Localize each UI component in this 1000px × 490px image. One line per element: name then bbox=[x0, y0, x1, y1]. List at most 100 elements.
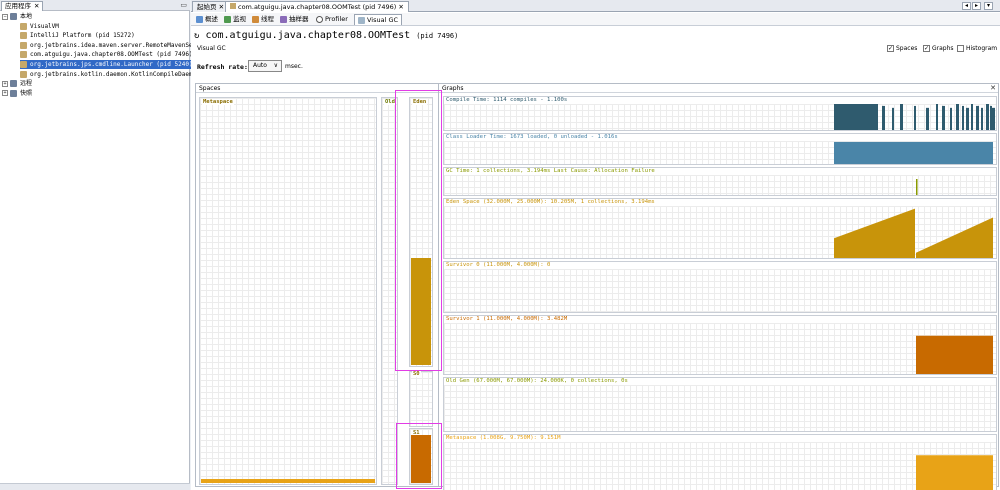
tree-item-label: VisualVM bbox=[30, 22, 59, 30]
graph-s0-title: Survivor 0 (11.000M, 4.000M): 0 bbox=[445, 262, 552, 268]
java-app-icon bbox=[20, 41, 27, 49]
tab-visual-gc[interactable]: Visual GC bbox=[354, 14, 403, 25]
app-pid: (pid 7496) bbox=[416, 32, 459, 40]
horizontal-scrollbar[interactable] bbox=[0, 483, 190, 490]
refresh-icon: ↻ bbox=[194, 31, 200, 41]
tab-start-page[interactable]: 起始页 ✕ bbox=[192, 1, 230, 12]
graph-compile-plot bbox=[444, 104, 996, 130]
graph-old: Old Gen (67.000M, 67.000M): 24.000K, 0 c… bbox=[443, 377, 997, 432]
histogram-checkbox-label: Histogram bbox=[966, 45, 998, 52]
graph-eden-title: Eden Space (32.000M, 25.000M): 10.205M, … bbox=[445, 199, 656, 205]
tree-item[interactable]: org.jetbrains.kotlin.daemon.KotlinCompil… bbox=[20, 70, 211, 79]
graph-meta-series bbox=[916, 455, 993, 490]
s1-label: S1 bbox=[412, 430, 421, 436]
graph-s0-series bbox=[444, 269, 996, 312]
refresh-rate-select[interactable]: Auto ∨ bbox=[248, 60, 282, 72]
snapshot-icon bbox=[10, 89, 17, 97]
monitor-icon bbox=[224, 16, 231, 23]
graph-gctime: GC Time: 1 collections, 3.194ms Last Cau… bbox=[443, 167, 997, 196]
tree-item[interactable]: −本地 bbox=[2, 12, 32, 21]
check-icon: ✓ bbox=[887, 45, 894, 52]
s1-fill bbox=[411, 435, 431, 483]
java-app-icon bbox=[20, 51, 27, 59]
graph-s0: Survivor 0 (11.000M, 4.000M): 0 bbox=[443, 261, 997, 313]
tree-item-label: 快照 bbox=[20, 89, 33, 97]
tab-profiler[interactable]: Profiler bbox=[313, 14, 351, 25]
tab-list-icon[interactable]: ▾ bbox=[984, 2, 993, 10]
sampler-icon bbox=[280, 16, 287, 23]
graphs-title: Graphs bbox=[442, 85, 464, 92]
tree-item[interactable]: org.jetbrains.idea.maven.server.RemoteMa… bbox=[20, 41, 211, 50]
applications-tab-label: 应用程序 bbox=[5, 2, 31, 10]
scroll-right-icon[interactable]: ▸ bbox=[972, 2, 981, 10]
scroll-left-icon[interactable]: ◂ bbox=[962, 2, 971, 10]
tree-item[interactable]: com.atguigu.java.chapter08.OOMTest (pid … bbox=[20, 50, 193, 59]
graph-gctime-series bbox=[916, 179, 918, 195]
page-title: ↻ com.atguigu.java.chapter08.OOMTest (pi… bbox=[194, 30, 458, 41]
eden-label: Eden bbox=[412, 99, 428, 105]
graph-mark bbox=[926, 107, 929, 130]
app-icon bbox=[230, 3, 236, 9]
graph-eden: Eden Space (32.000M, 25.000M): 10.205M, … bbox=[443, 198, 997, 259]
tree-item[interactable]: VisualVM bbox=[20, 22, 59, 31]
tab-oomtest[interactable]: com.atguigu.java.chapter08.OOMTest (pid … bbox=[225, 1, 409, 12]
tree-item[interactable]: IntelliJ Platform (pid 15272) bbox=[20, 31, 135, 40]
close-icon[interactable]: ✕ bbox=[34, 2, 40, 10]
graph-classloader-series bbox=[834, 141, 993, 164]
spaces-checkbox-label: Spaces bbox=[896, 45, 918, 52]
tab-profiler-label: Profiler bbox=[325, 15, 348, 23]
java-app-icon bbox=[20, 61, 27, 68]
close-icon[interactable]: ✕ bbox=[218, 3, 225, 11]
graph-compile-title: Compile Time: 1114 compiles - 1.100s bbox=[445, 97, 569, 103]
tree-item-label: IntelliJ Platform (pid 15272) bbox=[30, 32, 135, 40]
expand-icon[interactable]: + bbox=[2, 80, 8, 87]
tab-monitor[interactable]: 监视 bbox=[221, 14, 249, 25]
graph-compile-series bbox=[834, 104, 995, 130]
graph-mark bbox=[962, 105, 964, 130]
graph-old-series bbox=[444, 385, 996, 431]
s1-space: S1 bbox=[409, 428, 433, 485]
app-title-text: com.atguigu.java.chapter08.OOMTest bbox=[205, 30, 411, 41]
graph-s1-title: Survivor 1 (11.000M, 4.000M): 3.482M bbox=[445, 316, 569, 322]
host-icon bbox=[10, 13, 17, 20]
s0-label: S0 bbox=[412, 371, 421, 377]
graph-mark bbox=[892, 107, 894, 130]
histogram-checkbox[interactable]: Histogram bbox=[957, 45, 997, 52]
graph-classloader-title: Class Loader Time: 1673 loaded, 0 unload… bbox=[445, 134, 619, 140]
graphs-header: Graphs ✕ bbox=[439, 84, 998, 93]
close-icon[interactable]: ✕ bbox=[990, 84, 996, 92]
graph-mark bbox=[834, 104, 878, 130]
minimize-icon[interactable]: ▭ bbox=[180, 1, 187, 9]
tree-item-label: org.jetbrains.jps.cmdline.Launcher (pid … bbox=[30, 61, 193, 68]
metaspace-fill bbox=[201, 479, 375, 483]
checkbox-empty bbox=[957, 45, 964, 52]
graph-mark bbox=[986, 104, 989, 130]
collapse-icon[interactable]: − bbox=[2, 13, 8, 20]
tab-overview-label: 概述 bbox=[205, 15, 218, 23]
tab-sampler[interactable]: 抽样器 bbox=[277, 14, 312, 25]
graphs-checkbox[interactable]: ✓Graphs bbox=[923, 45, 954, 52]
tree-item[interactable]: +远程 bbox=[2, 79, 32, 88]
tree-item[interactable]: + 快照 bbox=[2, 89, 32, 98]
graph-mark bbox=[916, 455, 993, 490]
spaces-checkbox[interactable]: ✓Spaces bbox=[887, 45, 917, 52]
graph-mark bbox=[834, 208, 915, 258]
tree-item[interactable]: org.jetbrains.jps.cmdline.Launcher (pid … bbox=[20, 60, 193, 69]
java-app-icon bbox=[20, 70, 27, 78]
graph-mark bbox=[942, 105, 945, 130]
graph-mark bbox=[990, 105, 992, 130]
tab-threads[interactable]: 线程 bbox=[249, 14, 277, 25]
applications-tab[interactable]: 应用程序 ✕ bbox=[1, 1, 44, 11]
java-app-icon bbox=[20, 22, 27, 30]
profiler-icon bbox=[316, 16, 323, 23]
java-app-icon bbox=[20, 32, 27, 40]
graph-compile: Compile Time: 1114 compiles - 1.100s bbox=[443, 96, 997, 131]
close-icon[interactable]: ✕ bbox=[398, 3, 404, 11]
graph-mark bbox=[936, 104, 938, 130]
eden-space: Eden bbox=[409, 97, 433, 367]
old-label: Old bbox=[384, 99, 396, 105]
expand-icon[interactable]: + bbox=[2, 90, 8, 97]
metaspace-space: Metaspace bbox=[199, 97, 377, 485]
tab-overview[interactable]: 概述 bbox=[193, 14, 221, 25]
